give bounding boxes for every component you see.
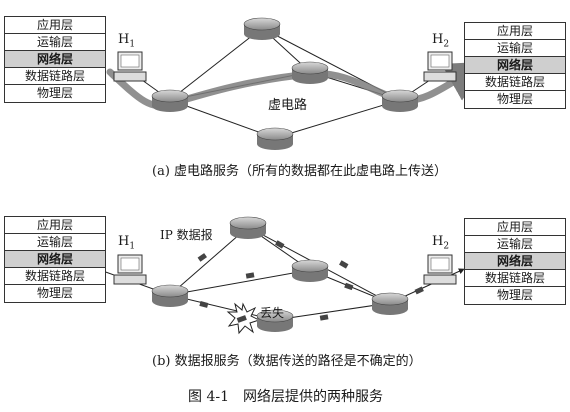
layer-data-link: 数据链路层 — [5, 68, 105, 85]
figure-caption: 图 4-1 网络层提供的两种服务 — [188, 389, 383, 405]
h1-protocol-stack: 应用层 运输层 网络层 数据链路层 物理层 — [4, 216, 106, 303]
datagram-diagram — [99, 216, 465, 335]
layer-physical: 物理层 — [36, 286, 73, 300]
router-icon — [229, 216, 267, 239]
host-label-h1: H1 — [118, 234, 136, 252]
router-icon — [256, 127, 294, 150]
layer-transport: 运输层 — [465, 236, 565, 253]
layer-data-link: 数据链路层 — [5, 268, 105, 285]
layer-application: 应用层 — [465, 23, 565, 40]
router-icon — [291, 61, 329, 84]
layer-network: 网络层 — [5, 51, 105, 68]
layer-physical: 物理层 — [36, 86, 73, 100]
host-label-h1: H1 — [118, 32, 136, 50]
layer-network: 网络层 — [465, 57, 565, 74]
layer-transport: 运输层 — [465, 40, 565, 57]
lost-label: 丢失 — [260, 306, 285, 320]
virtual-circuit-diagram — [106, 17, 489, 150]
router-icon — [256, 309, 294, 332]
layer-network: 网络层 — [5, 251, 105, 268]
computer-icon — [423, 254, 457, 285]
host-label-h2: H2 — [432, 32, 450, 50]
ip-datagram-label: IP 数据报 — [160, 228, 213, 242]
burst-icon — [226, 302, 261, 335]
ip-datagram-packets — [197, 240, 424, 321]
virtual-circuit-label: 虚电路 — [268, 98, 308, 113]
layer-physical: 物理层 — [496, 288, 533, 302]
layer-application: 应用层 — [5, 17, 105, 34]
h1-protocol-stack: 应用层 运输层 网络层 数据链路层 物理层 — [4, 16, 106, 103]
caption-a: (a) 虚电路服务（所有的数据都在此虚电路上传送） — [152, 164, 448, 179]
computer-icon — [423, 51, 457, 82]
router-icon — [151, 89, 189, 112]
caption-b: (b) 数据报服务（数据传送的路径是不确定的） — [152, 354, 422, 369]
computer-icon — [113, 51, 147, 82]
layer-application: 应用层 — [5, 217, 105, 234]
layer-data-link: 数据链路层 — [465, 270, 565, 287]
layer-physical: 物理层 — [496, 92, 533, 106]
layer-network: 网络层 — [465, 253, 565, 270]
h2-protocol-stack: 应用层 运输层 网络层 数据链路层 物理层 — [464, 22, 566, 109]
network-links — [141, 27, 431, 139]
layer-data-link: 数据链路层 — [465, 74, 565, 91]
router-icon — [381, 89, 419, 112]
router-icon — [371, 292, 409, 315]
router-icon — [291, 259, 329, 282]
layer-transport: 运输层 — [5, 34, 105, 51]
router-icon — [243, 17, 281, 40]
layer-application: 应用层 — [465, 219, 565, 236]
router-icon — [151, 284, 189, 307]
computer-icon — [113, 254, 147, 285]
h2-protocol-stack: 应用层 运输层 网络层 数据链路层 物理层 — [464, 218, 566, 305]
layer-transport: 运输层 — [5, 234, 105, 251]
host-label-h2: H2 — [432, 234, 450, 252]
